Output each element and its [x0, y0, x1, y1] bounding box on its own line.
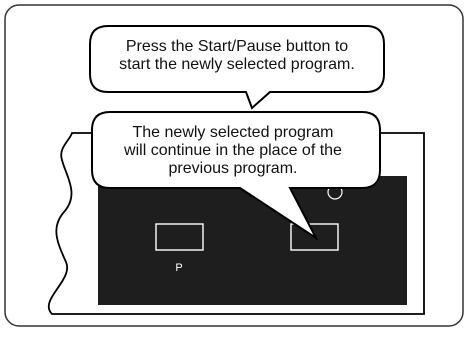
speech-bubble-top: [89, 25, 385, 110]
bottom-bubble-line-2: will continue in the place of the: [124, 142, 342, 159]
program-button[interactable]: [155, 223, 204, 251]
top-bubble-text: Press the Start/Pause button to start th…: [98, 38, 376, 74]
control-panel: [98, 176, 407, 305]
top-bubble-line-2: start the newly selected program.: [119, 56, 355, 73]
bottom-bubble-line-1: The newly selected program: [132, 124, 334, 141]
speech-bubble-bottom: [91, 111, 381, 241]
bottom-bubble-text: The newly selected program will continue…: [100, 124, 366, 178]
program-button-label: P: [175, 262, 183, 274]
start-pause-button[interactable]: [290, 223, 339, 251]
top-bubble-line-1: Press the Start/Pause button to: [125, 38, 349, 55]
bottom-bubble-line-3: previous program.: [168, 160, 298, 177]
